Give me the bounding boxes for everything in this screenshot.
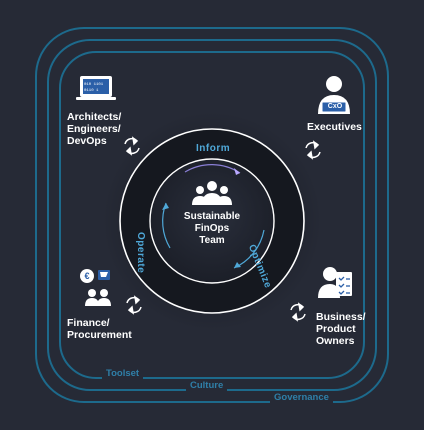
euro-badge: € — [84, 271, 90, 281]
sync-icon-architects — [124, 136, 140, 156]
operate-label: Operate — [135, 232, 146, 274]
inner-ring — [149, 158, 275, 284]
sync-icon-finance — [126, 295, 142, 315]
center-label: Sustainable FinOps Team — [162, 211, 262, 247]
center-line-1: Sustainable — [183, 211, 241, 222]
center-line-3: Team — [199, 235, 225, 246]
sync-icon-business — [290, 302, 306, 322]
svg-text:010 1101: 010 1101 — [84, 83, 104, 87]
finance-label: Finance/ Procurement — [67, 317, 132, 341]
executive-icon — [318, 76, 350, 114]
cxo-badge: CxO — [327, 103, 343, 110]
toolset-label: Toolset — [102, 368, 144, 379]
svg-text:0110 1: 0110 1 — [84, 89, 99, 93]
business-label: Business/ Product Owners — [316, 311, 366, 347]
governance-label: Governance — [270, 392, 333, 403]
laptop-icon: 010 1101 0110 1 — [76, 76, 116, 100]
center-line-2: FinOps — [194, 223, 230, 234]
architects-label: Architects/ Engineers/ DevOps — [67, 111, 122, 147]
governance-frame — [35, 27, 389, 403]
sync-icon-executives — [305, 140, 321, 160]
inform-label: Inform — [196, 143, 231, 154]
finance-icon — [80, 269, 111, 306]
business-icon — [318, 267, 352, 298]
team-icon — [192, 181, 232, 205]
toolset-frame — [59, 51, 365, 379]
culture-label: Culture — [186, 380, 228, 391]
executives-label: Executives — [307, 121, 362, 133]
